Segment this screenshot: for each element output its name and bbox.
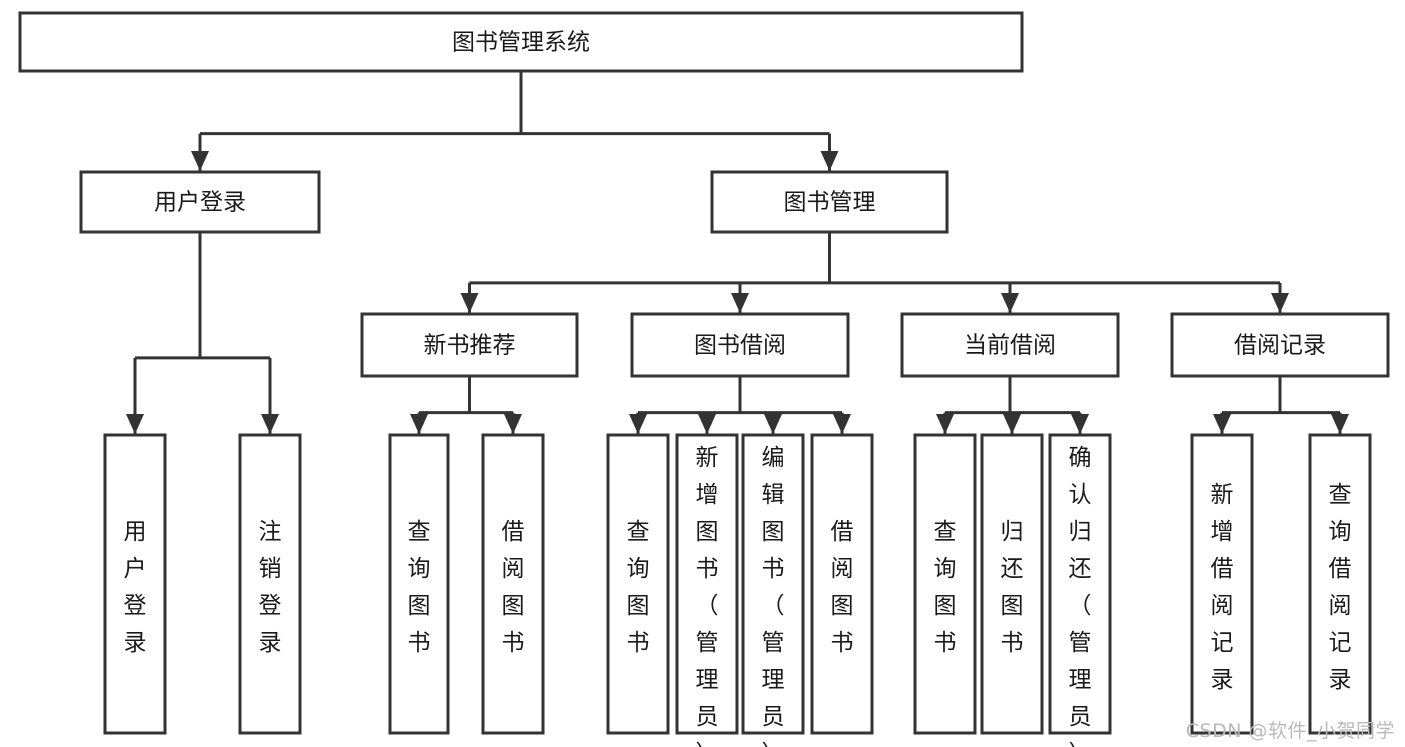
arrow-head-borrow-record xyxy=(1271,293,1289,313)
node-leaf-borrow-book-2[interactable]: 借阅图书 xyxy=(810,433,874,735)
node-leaf-query-book-3[interactable]: 查询图书 xyxy=(913,433,977,735)
arrow-head-current-borrow xyxy=(1001,293,1019,313)
node-leaf-add-record[interactable]: 新增借阅记录 xyxy=(1190,433,1254,735)
node-leaf-edit-book[interactable]: 编辑图书（管理员） xyxy=(741,433,805,747)
node-new-book-recommend[interactable]: 新书推荐 xyxy=(360,312,579,378)
arrow-head-user-login xyxy=(191,151,209,171)
node-label: 确认归还（管理员） xyxy=(1069,445,1092,747)
node-label: 新增借阅记录 xyxy=(1211,482,1234,693)
node-label: 新增图书（管理员） xyxy=(696,445,719,747)
node-box-book-manage[interactable] xyxy=(710,170,949,234)
node-leaf-query-record[interactable]: 查询借阅记录 xyxy=(1308,433,1372,735)
watermark-text: CSDN @软件_小贺同学 xyxy=(1185,720,1395,742)
node-leaf-add-book[interactable]: 新增图书（管理员） xyxy=(675,433,739,747)
node-label: 借阅图书 xyxy=(502,519,525,656)
node-label: 注销登录 xyxy=(259,519,282,656)
node-label: 用户登录 xyxy=(124,519,147,656)
node-box-leaf-query-book-1[interactable] xyxy=(388,433,450,735)
node-box-leaf-return-book[interactable] xyxy=(980,433,1044,735)
node-label: 当前借阅 xyxy=(964,333,1056,359)
node-label: 编辑图书（管理员） xyxy=(762,445,785,747)
node-box-leaf-query-record[interactable] xyxy=(1308,433,1372,735)
arrow-head-leaf-query-book-1 xyxy=(410,414,428,434)
arrow-head-leaf-user-login xyxy=(126,414,144,434)
boxes-layer: 图书管理系统用户登录图书管理新书推荐图书借阅当前借阅借阅记录用户登录注销登录查询… xyxy=(18,11,1390,747)
node-leaf-user-login[interactable]: 用户登录 xyxy=(103,433,167,735)
node-leaf-borrow-book-1[interactable]: 借阅图书 xyxy=(481,433,545,735)
node-box-leaf-add-record[interactable] xyxy=(1190,433,1254,735)
node-box-leaf-edit-book[interactable] xyxy=(741,433,805,735)
node-box-leaf-confirm-return[interactable] xyxy=(1048,433,1112,735)
node-box-leaf-user-login[interactable] xyxy=(103,433,167,735)
node-user-login[interactable]: 用户登录 xyxy=(79,170,321,234)
arrow-head-leaf-add-book xyxy=(698,414,716,434)
arrow-head-leaf-query-book-2 xyxy=(629,414,647,434)
node-label: 借阅记录 xyxy=(1234,333,1326,359)
node-label: 查询图书 xyxy=(934,519,957,656)
arrow-head-leaf-borrow-book-1 xyxy=(504,414,522,434)
node-label: 新书推荐 xyxy=(424,333,516,359)
node-leaf-query-book-2[interactable]: 查询图书 xyxy=(606,433,670,735)
node-root[interactable]: 图书管理系统 xyxy=(18,11,1024,73)
arrow-head-leaf-confirm-return xyxy=(1071,414,1089,434)
node-book-manage[interactable]: 图书管理 xyxy=(710,170,949,234)
node-current-borrow[interactable]: 当前借阅 xyxy=(900,312,1120,378)
node-box-root[interactable] xyxy=(18,11,1024,73)
node-label: 图书管理 xyxy=(784,190,876,216)
node-box-current-borrow[interactable] xyxy=(900,312,1120,378)
node-label: 用户登录 xyxy=(154,190,246,216)
node-box-book-borrow[interactable] xyxy=(630,312,850,378)
arrow-head-leaf-query-record xyxy=(1331,414,1349,434)
arrow-head-leaf-borrow-book-2 xyxy=(833,414,851,434)
node-leaf-query-book-1[interactable]: 查询图书 xyxy=(388,433,450,735)
node-box-leaf-borrow-book-1[interactable] xyxy=(481,433,545,735)
node-label: 图书管理系统 xyxy=(452,30,590,56)
arrow-head-leaf-user-logout xyxy=(261,414,279,434)
node-leaf-return-book[interactable]: 归还图书 xyxy=(980,433,1044,735)
node-box-leaf-user-logout[interactable] xyxy=(238,433,302,735)
node-label: 查询借阅记录 xyxy=(1329,482,1352,693)
arrow-head-leaf-edit-book xyxy=(764,414,782,434)
arrow-head-leaf-return-book xyxy=(1003,414,1021,434)
connectors-layer xyxy=(126,71,1349,434)
node-label: 归还图书 xyxy=(1001,519,1024,656)
arrow-head-leaf-query-book-3 xyxy=(936,414,954,434)
node-label: 查询图书 xyxy=(627,519,650,656)
node-box-new-book-recommend[interactable] xyxy=(360,312,579,378)
arrow-head-new-book-recommend xyxy=(460,293,479,313)
arrow-head-book-manage xyxy=(820,151,839,171)
node-box-leaf-query-book-2[interactable] xyxy=(606,433,670,735)
node-label: 图书借阅 xyxy=(694,333,786,359)
node-box-borrow-record[interactable] xyxy=(1170,312,1390,378)
node-box-leaf-query-book-3[interactable] xyxy=(913,433,977,735)
node-box-user-login[interactable] xyxy=(79,170,321,234)
arrow-head-book-borrow xyxy=(731,293,749,313)
node-borrow-record[interactable]: 借阅记录 xyxy=(1170,312,1390,378)
node-leaf-user-logout[interactable]: 注销登录 xyxy=(238,433,302,735)
node-label: 借阅图书 xyxy=(831,519,854,656)
node-box-leaf-borrow-book-2[interactable] xyxy=(810,433,874,735)
node-leaf-confirm-return[interactable]: 确认归还（管理员） xyxy=(1048,433,1112,747)
node-box-leaf-add-book[interactable] xyxy=(675,433,739,735)
node-book-borrow[interactable]: 图书借阅 xyxy=(630,312,850,378)
node-label: 查询图书 xyxy=(408,519,431,656)
arrow-head-leaf-add-record xyxy=(1213,414,1231,434)
